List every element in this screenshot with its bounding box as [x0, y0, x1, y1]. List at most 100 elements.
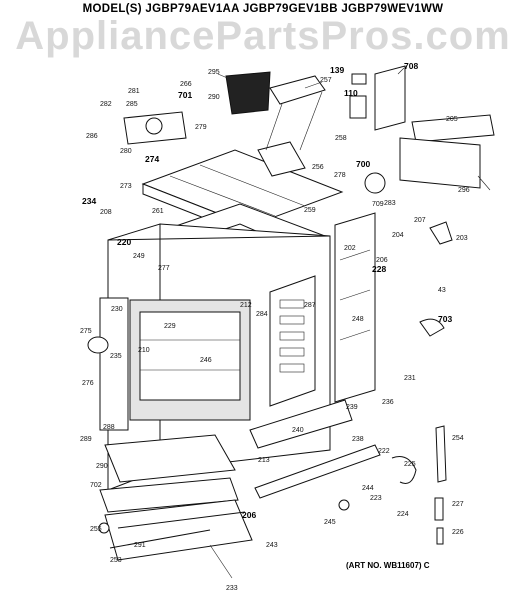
hook-bracket[interactable]	[391, 456, 417, 484]
bottom-trim[interactable]	[249, 399, 353, 449]
foot-part[interactable]	[98, 522, 110, 534]
callout-255: 255	[90, 526, 102, 533]
callout-206-lower: 206	[242, 510, 256, 520]
callout-202: 202	[344, 245, 356, 252]
callout-702: 702	[90, 482, 102, 489]
callout-291: 291	[134, 542, 146, 549]
callout-276: 276	[82, 380, 94, 387]
callout-240: 240	[292, 427, 304, 434]
right-side-panel[interactable]	[334, 212, 376, 403]
rear-plate[interactable]	[411, 114, 495, 143]
callout-228: 228	[372, 264, 386, 274]
callout-234: 234	[82, 196, 96, 206]
callout-229: 229	[164, 323, 176, 330]
hinge-part[interactable]	[435, 425, 447, 483]
callout-283: 283	[384, 200, 396, 207]
spring-lower[interactable]	[436, 527, 444, 545]
callout-230: 230	[111, 306, 123, 313]
leveling-leg[interactable]	[338, 499, 350, 511]
callout-288: 288	[103, 424, 115, 431]
callout-226: 226	[452, 529, 464, 536]
switch-part[interactable]	[351, 73, 367, 85]
callout-290: 290	[208, 94, 220, 101]
callout-254: 254	[452, 435, 464, 442]
callout-280: 280	[120, 148, 132, 155]
callout-210: 210	[138, 347, 150, 354]
model-header: MODEL(S) JGBP79AEV1AA JGBP79GEV1BB JGBP7…	[82, 3, 444, 15]
watermark-text: AppliancePartsPros.com	[15, 14, 511, 58]
callout-244: 244	[362, 485, 374, 492]
callout-277: 277	[158, 265, 170, 272]
callout-709: 709	[372, 201, 384, 208]
callout-286: 286	[86, 133, 98, 140]
callout-206-upper: 206	[376, 257, 388, 264]
callout-700: 700	[356, 159, 370, 169]
callout-296: 296	[458, 187, 470, 194]
rear-vent-panel[interactable]	[269, 275, 316, 407]
callout-281: 281	[128, 88, 140, 95]
flue-cover[interactable]	[269, 75, 326, 105]
callout-249: 249	[133, 253, 145, 260]
callout-243: 243	[266, 542, 278, 549]
broiler-drawer[interactable]	[104, 434, 236, 483]
callout-246: 246	[200, 357, 212, 364]
callout-235: 235	[110, 353, 122, 360]
callout-274: 274	[145, 154, 159, 164]
callout-278: 278	[334, 172, 346, 179]
drawer-rod[interactable]	[109, 529, 211, 549]
callout-285: 285	[126, 101, 138, 108]
callout-253: 253	[110, 557, 122, 564]
callout-203: 203	[456, 235, 468, 242]
relay-part[interactable]	[349, 95, 367, 119]
callout-708: 708	[404, 61, 418, 71]
oven-door-frame[interactable]	[99, 297, 129, 431]
callout-703: 703	[438, 314, 452, 324]
callout-248: 248	[352, 316, 364, 323]
callout-204: 204	[392, 232, 404, 239]
art-number: (ART NO. WB11607) C	[346, 561, 430, 570]
callout-227: 227	[452, 501, 464, 508]
wire-harness[interactable]	[429, 221, 453, 245]
callout-245: 245	[324, 519, 336, 526]
base-frame[interactable]	[104, 499, 253, 561]
callout-225: 225	[404, 461, 416, 468]
kick-rail[interactable]	[254, 444, 381, 499]
callout-256: 256	[312, 164, 324, 171]
callout-287: 287	[304, 302, 316, 309]
callout-212: 212	[240, 302, 252, 309]
callout-279: 279	[195, 124, 207, 131]
fan-blade[interactable]	[364, 172, 386, 194]
callout-261: 261	[152, 208, 164, 215]
callout-289: 289	[80, 436, 92, 443]
burner-assembly[interactable]	[123, 111, 187, 145]
callout-284: 284	[256, 311, 268, 318]
callout-295: 295	[208, 69, 220, 76]
callout-701: 701	[178, 90, 192, 100]
callout-110: 110	[344, 88, 358, 98]
callout-231: 231	[404, 375, 416, 382]
callout-282: 282	[100, 101, 112, 108]
callout-207: 207	[414, 217, 426, 224]
callout-239: 239	[346, 404, 358, 411]
callout-236: 236	[382, 399, 394, 406]
callout-266: 266	[180, 81, 192, 88]
callout-257: 257	[320, 77, 332, 84]
spring-part[interactable]	[434, 497, 444, 521]
backguard-panel[interactable]	[374, 65, 406, 131]
callout-220: 220	[117, 237, 131, 247]
callout-208: 208	[100, 209, 112, 216]
callout-238: 238	[352, 436, 364, 443]
callout-43: 43	[438, 287, 446, 294]
callout-259: 259	[304, 207, 316, 214]
callout-213: 213	[258, 457, 270, 464]
control-knob[interactable]	[87, 336, 109, 354]
callout-139: 139	[330, 65, 344, 75]
callout-258: 258	[335, 135, 347, 142]
callout-205: 205	[446, 116, 458, 123]
latch-part[interactable]	[419, 318, 445, 337]
callout-223: 223	[370, 495, 382, 502]
callout-233: 233	[226, 585, 238, 592]
callout-290-lower: 290	[96, 463, 108, 470]
insulation-pad[interactable]	[225, 71, 271, 115]
